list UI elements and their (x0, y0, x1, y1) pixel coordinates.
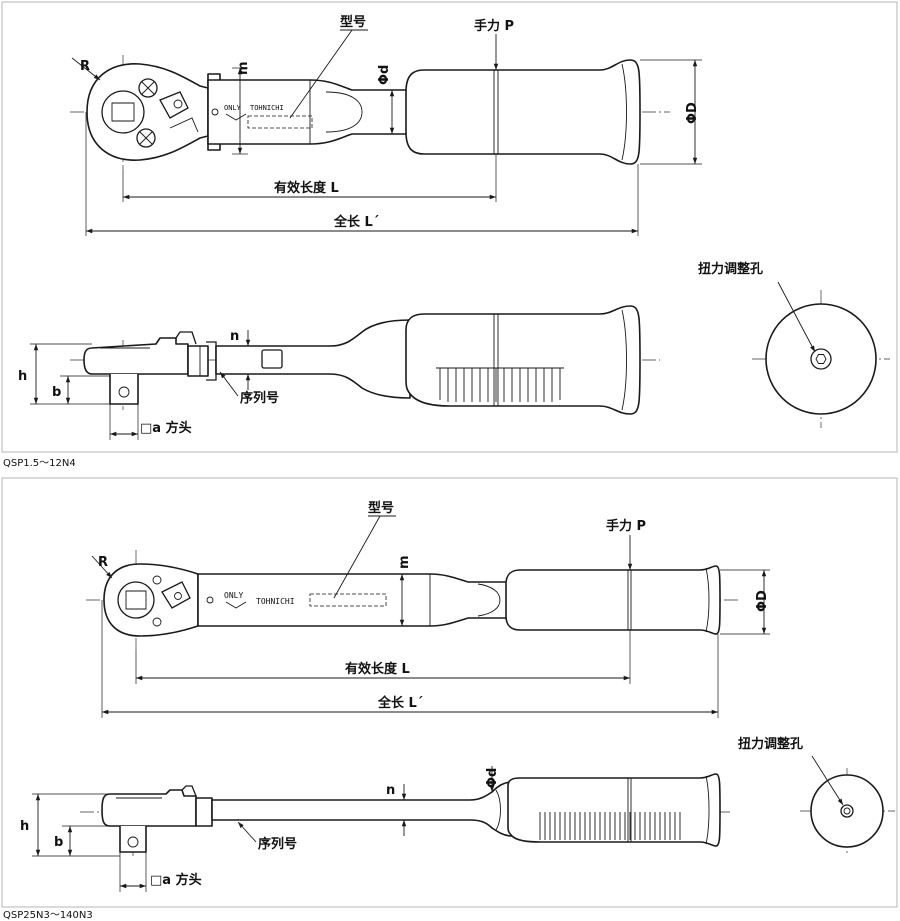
dim-d-label: Φd (377, 65, 392, 85)
effective-length-label-2: 有效长度 L (345, 661, 410, 677)
panel-2-side-view: Φd n h b □a 方头 序列号 (20, 766, 730, 892)
side-shank (215, 319, 411, 399)
dim-D-label-2: ΦD (755, 590, 770, 612)
model-no-label-2: 型号 (368, 500, 394, 516)
panel-1-frame (1, 1, 898, 453)
dim-n-label-2: n (386, 783, 395, 798)
total-length-label: 全长 L´ (333, 214, 379, 230)
radius-label: R (80, 59, 90, 74)
dim-b-label-2: b (54, 835, 63, 850)
panel-1-top-view: ONLY TOHNICHI m Φd ΦD 手力 P (70, 14, 702, 236)
dim-h-label-2: h (20, 819, 29, 834)
square-drive-label-2: □a 方头 (150, 872, 202, 888)
grip-end-cap (765, 303, 877, 415)
dim-d-label-2: Φd (485, 768, 500, 788)
torque-adjust-hole-label: 扭力调整孔 (698, 261, 763, 277)
torque-adjust-hole (810, 348, 832, 370)
panel-1-end-view: 扭力调整孔 (698, 261, 890, 428)
side-grip-2 (507, 773, 721, 847)
side-grip (405, 305, 641, 415)
grip-2 (505, 565, 721, 635)
panel-2-caption: QSP25N3～140N3 (3, 910, 93, 921)
total-length-label-2: 全长 L´ (377, 695, 423, 711)
side-grip-ribs-2 (539, 812, 681, 840)
model-no-plate (247, 115, 313, 129)
panel-1-caption: QSP1.5～12N4 (3, 458, 76, 469)
panel-1-side-view: n h b □a 方头 序列号 (18, 305, 660, 440)
effective-length-label: 有效长度 L (274, 180, 339, 196)
ratchet-head (86, 63, 209, 161)
panel-2-top-view: ONLY TOHNICHI m ΦD 手力 P 型号 R 有效长 (86, 500, 770, 718)
square-drive-circle-2 (117, 581, 155, 619)
hand-force-label-2: 手力 P (606, 518, 646, 534)
side-grip-ribs (436, 367, 564, 402)
side-shank-2 (211, 781, 513, 837)
grip (405, 59, 641, 165)
side-ratchet-head (83, 337, 189, 375)
dim-h-label: h (18, 369, 27, 384)
radius-label-2: R (98, 555, 108, 570)
serial-no-label-2: 序列号 (258, 836, 297, 852)
panel-2: ONLY TOHNICHI m ΦD 手力 P 型号 R 有效长 (1, 477, 898, 908)
side-ratchet-head-2 (101, 789, 197, 827)
serial-no-label: 序列号 (240, 390, 279, 406)
torque-adjust-hole-2 (840, 804, 854, 818)
wrench-body-2 (197, 573, 511, 627)
dim-b-label: b (52, 385, 61, 400)
side-square-drive-2 (119, 826, 147, 853)
panel-2-end-view: 扭力调整孔 (738, 736, 895, 856)
only-mark-2: ONLY (224, 591, 243, 600)
dim-n-label: n (230, 329, 239, 344)
model-no-plate-2 (309, 593, 387, 607)
square-drive-circle (101, 90, 145, 134)
reverse-lever (159, 91, 189, 119)
torque-adjust-hole-label-2: 扭力调整孔 (738, 736, 803, 752)
reverse-lever-screw-2 (136, 128, 156, 148)
dim-D-label: ΦD (685, 102, 700, 124)
panel-2-frame (1, 477, 898, 908)
panel-1: ONLY TOHNICHI m Φd ΦD 手力 P (1, 1, 898, 453)
hand-force-label: 手力 P (474, 18, 514, 34)
brand-mark-2: TOHNICHI (256, 597, 295, 606)
dim-m-label: m (236, 61, 251, 75)
grip-end-cap-2 (810, 774, 884, 848)
only-mark: ONLY (224, 104, 242, 112)
square-drive-label: □a 方头 (140, 420, 192, 436)
reverse-lever-screw (138, 78, 158, 98)
wrench-body (207, 79, 411, 145)
dim-m-label-2: m (397, 555, 412, 569)
model-no-label: 型号 (340, 14, 366, 30)
brand-mark: TOHNICHI (250, 104, 284, 112)
side-square-drive (109, 374, 139, 405)
